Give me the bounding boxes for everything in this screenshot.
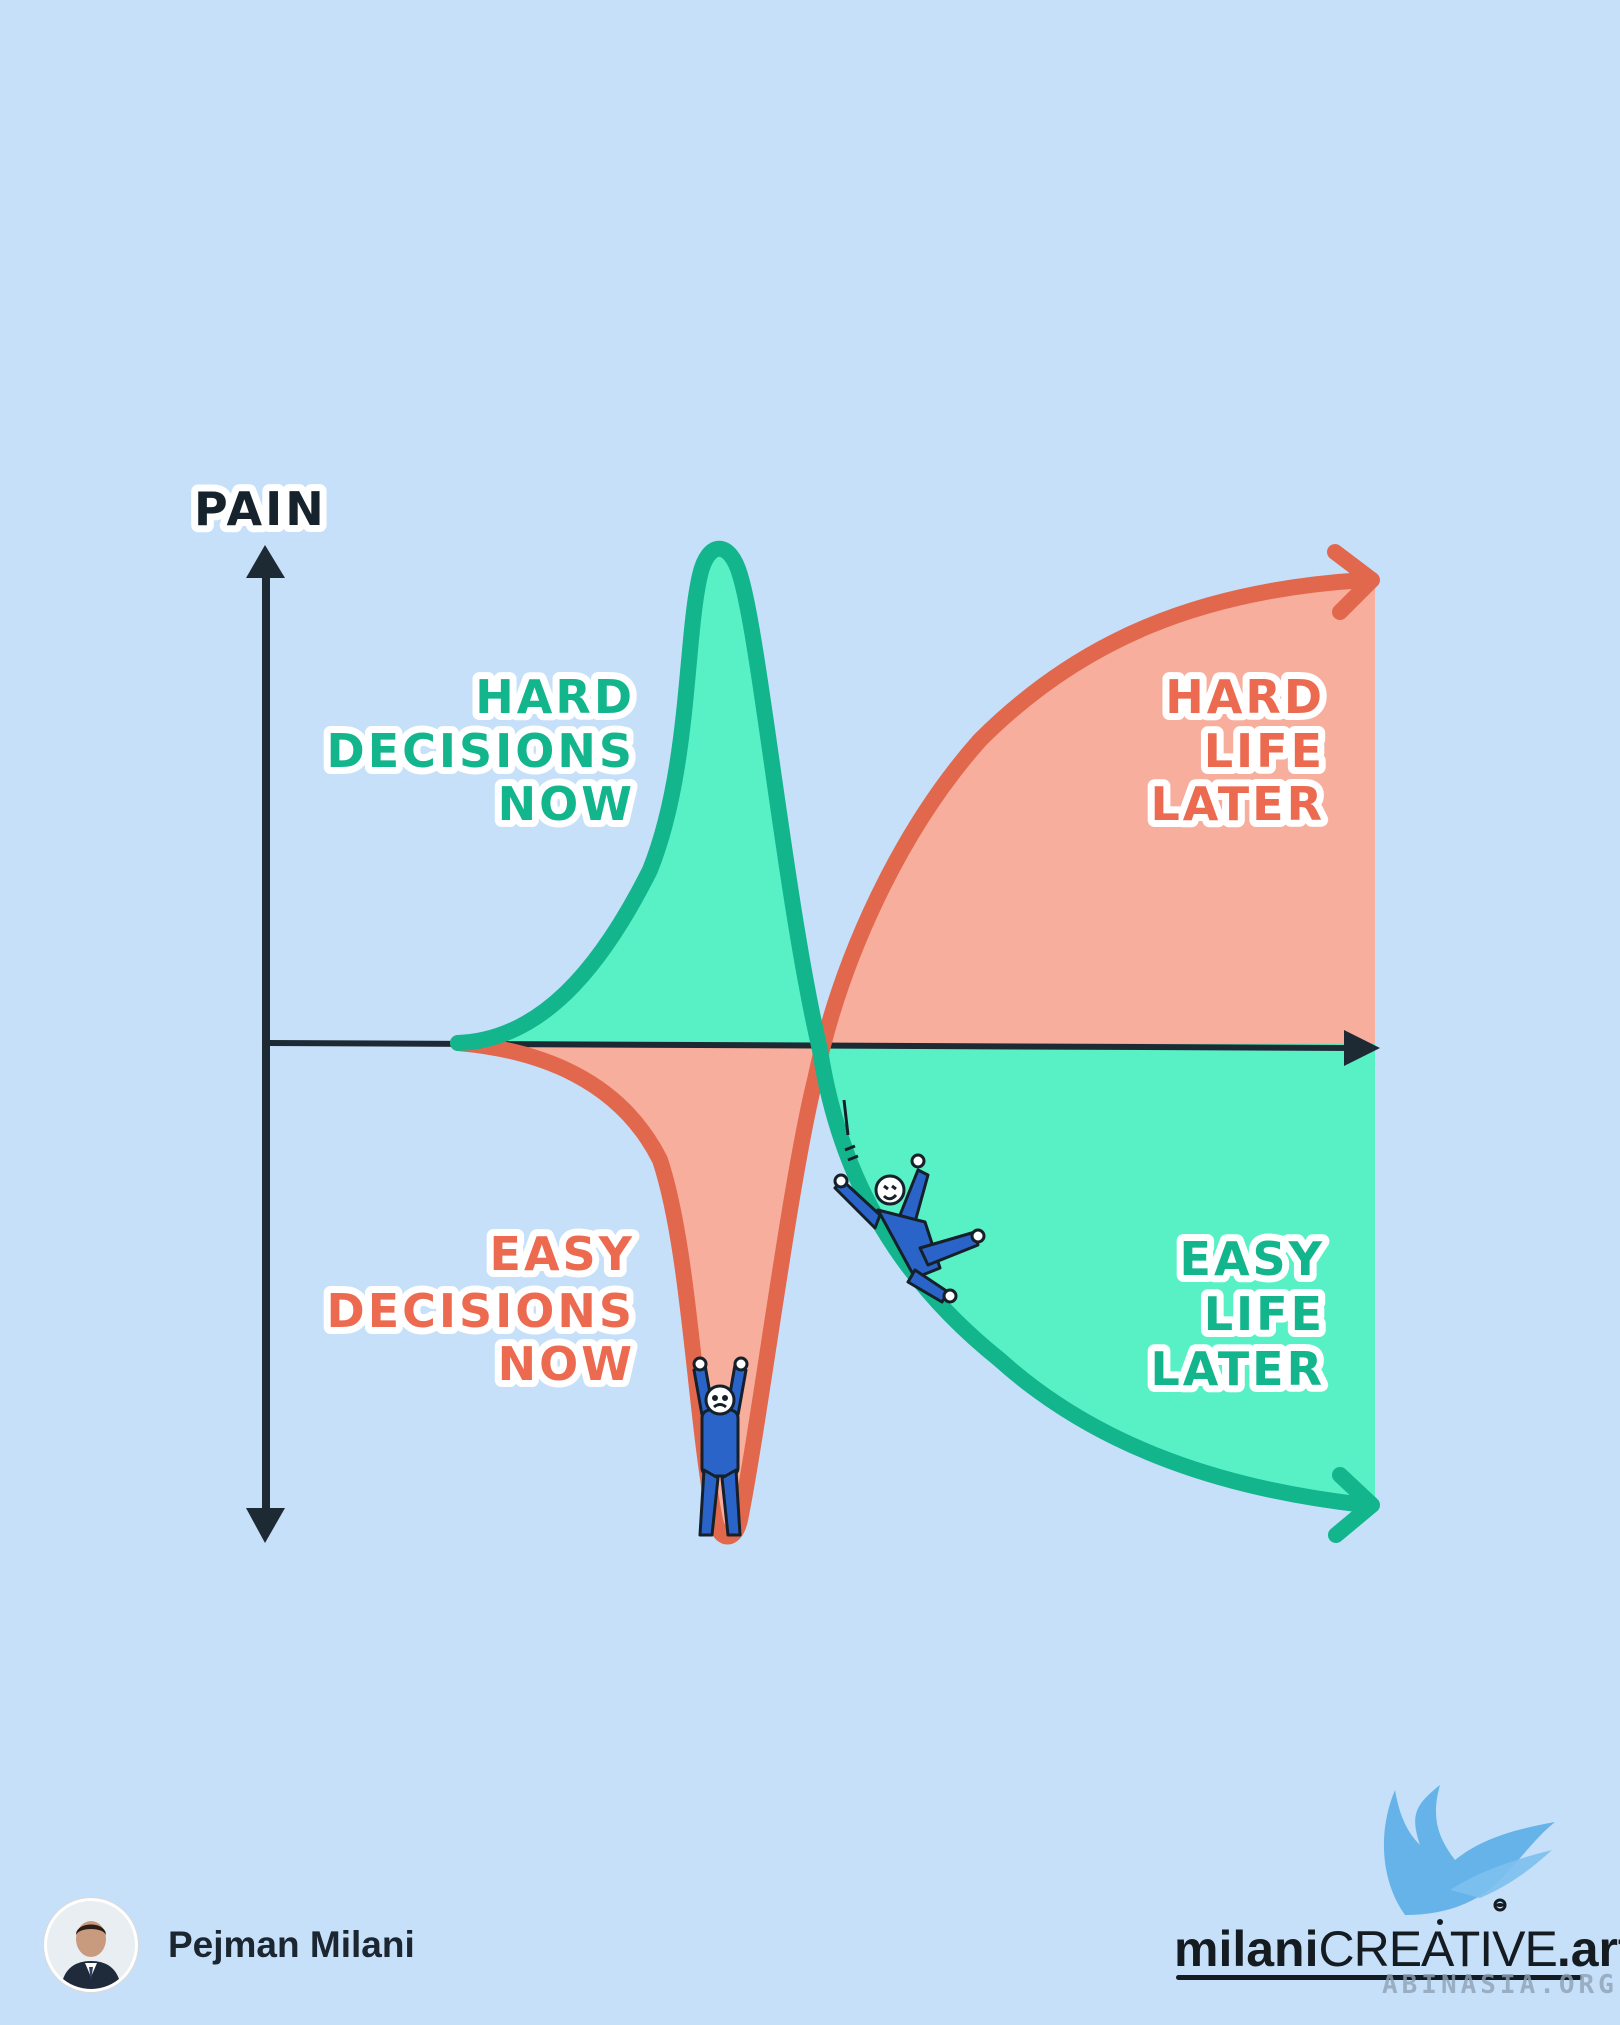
brand-part-art: .art	[1556, 1921, 1620, 1977]
svg-text:EASY: EASY	[490, 1227, 635, 1281]
svg-text:LATER: LATER	[1150, 1342, 1325, 1396]
sliding-figure-icon	[833, 1099, 986, 1304]
person-portrait-icon	[44, 1898, 138, 1992]
y-axis-label: PAIN	[194, 482, 327, 536]
y-axis-bottom-arrowhead	[246, 1508, 285, 1543]
svg-text:EASY: EASY	[1180, 1232, 1325, 1286]
green-curve	[450, 540, 1373, 1513]
x-axis-arrowhead	[1344, 1030, 1380, 1066]
hard-life-later-label: HARD LIFE LATER	[1143, 663, 1329, 838]
author-name: Pejman Milani	[168, 1924, 415, 1965]
hard-decisions-now-label: HARD DECISIONS NOW	[320, 663, 639, 838]
svg-text:LIFE: LIFE	[1204, 724, 1325, 778]
red-curve	[450, 572, 1373, 1545]
brand-underline	[1176, 1975, 1582, 1980]
svg-text:NOW: NOW	[498, 777, 635, 831]
bird-wing-logo-icon	[1383, 1785, 1555, 1925]
y-axis-top-arrowhead	[246, 545, 285, 578]
svg-text:DECISIONS: DECISIONS	[327, 1284, 635, 1338]
svg-text:LIFE: LIFE	[1204, 1287, 1325, 1341]
green-area-fill	[458, 548, 1375, 1505]
svg-text:LATER: LATER	[1150, 777, 1325, 831]
brand-part-milani: milani	[1174, 1921, 1319, 1977]
brand-part-creative: CREATIVE	[1318, 1921, 1557, 1977]
svg-text:NOW: NOW	[498, 1337, 635, 1391]
svg-text:DECISIONS: DECISIONS	[327, 724, 635, 778]
author-byline: Pejman Milani	[44, 1898, 415, 1992]
red-arrowhead	[1327, 544, 1380, 620]
svg-text:HARD: HARD	[475, 670, 635, 724]
easy-decisions-now-label: EASY DECISIONS NOW	[320, 1220, 639, 1398]
easy-life-later-label: EASY LIFE LATER	[1143, 1225, 1329, 1403]
svg-text:HARD: HARD	[1165, 670, 1325, 724]
figure-in-pit-icon	[692, 1356, 749, 1537]
brand-wordmark: milaniCREATIVE.art	[1174, 1920, 1620, 1978]
watermark-text: ABINASIA.ORG	[1382, 1970, 1618, 2000]
green-arrowhead	[1328, 1467, 1380, 1543]
